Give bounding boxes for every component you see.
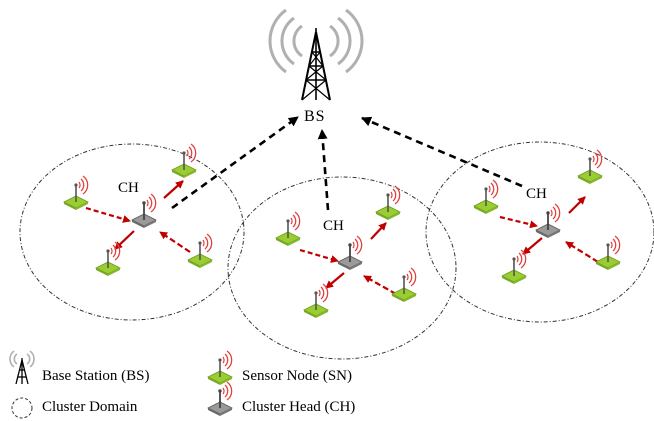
base-station	[268, 8, 364, 101]
cluster-head-label-3: CH	[526, 186, 547, 202]
arrow-sn-to-ch2	[363, 275, 397, 295]
legend-cluster-head-label: Cluster Head (CH)	[242, 399, 356, 415]
legend-cluster-domain-label: Cluster Domain	[42, 399, 138, 415]
cluster-head-icon	[337, 235, 363, 271]
arrow-ch3-to-sn	[522, 237, 543, 255]
arrow-sn-to-ch2	[299, 248, 339, 263]
arrow-ch2-to-sn	[325, 272, 345, 289]
arrow-sn-to-ch3	[499, 215, 538, 229]
sensor-node-icon	[473, 179, 499, 215]
legend-sensor-node-label: Sensor Node (SN)	[242, 368, 352, 384]
arrow-ch1-to-sn	[163, 180, 184, 199]
arrow-ch3-to-sn	[568, 196, 586, 214]
legend-base-station-icon	[9, 350, 35, 385]
sensor-node-icon	[171, 143, 197, 179]
arrow-ch2-to-sn	[370, 222, 387, 240]
sensor-node-icon	[303, 283, 329, 319]
arrow-ch1-to-bs	[171, 115, 299, 210]
cluster-head-icon	[131, 193, 157, 229]
bs-signal-waves	[268, 8, 364, 74]
sensor-node-icon	[391, 267, 417, 303]
arrow-ch3-to-bs	[361, 116, 523, 188]
legend-base-station-label: Base Station (BS)	[42, 368, 150, 384]
sensor-node-icon	[595, 235, 621, 271]
sensor-node-icon	[375, 185, 401, 221]
cluster-domain-right	[425, 141, 654, 323]
cluster-head-label-2: CH	[323, 218, 344, 234]
sensor-node-icon	[501, 249, 527, 285]
cluster-domain-middle	[227, 176, 457, 360]
arrow-sn-to-ch3	[565, 241, 599, 263]
legend-cluster-domain-icon	[11, 397, 33, 419]
arrow-sn-to-ch1	[85, 206, 131, 223]
cluster-head-icon	[535, 203, 561, 239]
legend-cluster-head-icon	[207, 381, 233, 417]
cluster-head-label-1: CH	[118, 180, 139, 196]
legend-sensor-node-icon	[207, 350, 233, 386]
base-station-label: BS	[304, 108, 326, 125]
arrow-ch2-to-bs	[317, 129, 330, 211]
sensor-node-icon	[275, 211, 301, 247]
arrow-ch1-to-sn	[114, 230, 135, 250]
sensor-node-icon	[187, 233, 213, 269]
cluster-domain-left	[19, 143, 245, 321]
antenna-tower-icon	[301, 27, 331, 101]
arrow-sn-to-ch1	[159, 231, 191, 253]
sensor-node-icon	[63, 175, 89, 211]
